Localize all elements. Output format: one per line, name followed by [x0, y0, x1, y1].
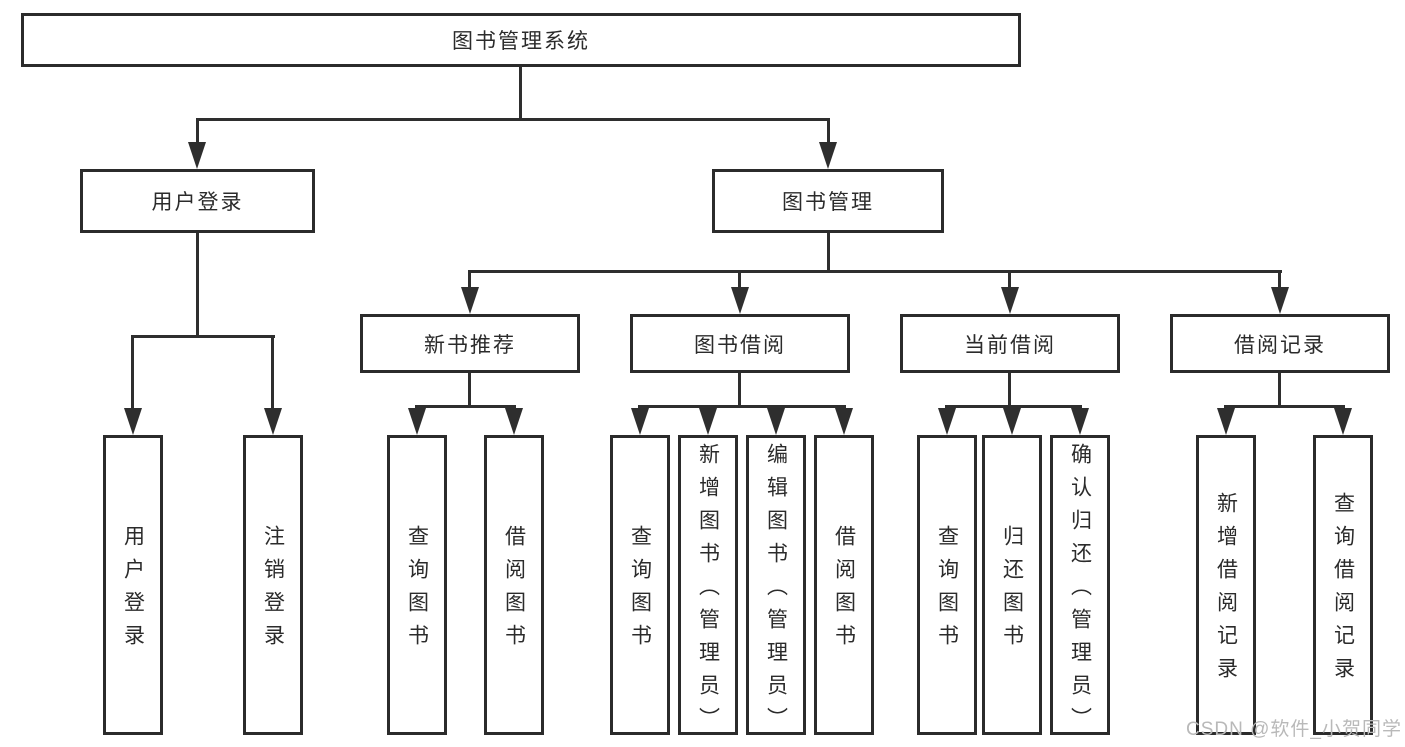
arrow-down-leaf-borrow-books-1	[505, 408, 523, 435]
node-label: 新增图书（管理员）	[696, 442, 720, 740]
arrow-down-leaf-return-books	[1003, 408, 1021, 435]
arrow-down-new-book-recommend	[461, 287, 479, 314]
leaf-borrow-books-1: 借阅图书	[484, 435, 544, 735]
arrow-down-current-borrow	[1001, 287, 1019, 314]
node-label: 查询图书	[405, 525, 429, 657]
leaf-add-book-admin: 新增图书（管理员）	[678, 435, 738, 740]
connector-user-login-horizontal	[131, 335, 275, 338]
connector-level2-horizontal	[468, 270, 1282, 273]
arrow-down-leaf-add-book	[699, 408, 717, 435]
arrow-down-borrow-records	[1271, 287, 1289, 314]
node-label: 查询图书	[935, 525, 959, 657]
arrow-down-leaf-logout	[264, 408, 282, 435]
leaf-query-borrow-record: 查询借阅记录	[1313, 435, 1373, 735]
leaf-return-books: 归还图书	[982, 435, 1042, 735]
connector-level1-horizontal	[196, 118, 830, 121]
node-user-login: 用户登录	[80, 169, 315, 233]
connector-user-login-vertical	[196, 233, 199, 335]
node-label: 图书借阅	[694, 333, 786, 357]
connector-drop-borrow-records	[1278, 273, 1281, 289]
connector-trunk-vertical	[519, 67, 522, 118]
node-label: 当前借阅	[964, 333, 1056, 357]
node-label: 归还图书	[1000, 525, 1024, 657]
node-label: 注销登录	[261, 525, 285, 657]
connector-drop-book-management	[827, 121, 830, 144]
node-label: 查询图书	[628, 525, 652, 657]
leaf-borrow-books-2: 借阅图书	[814, 435, 874, 735]
leaf-query-books-1: 查询图书	[387, 435, 447, 735]
node-label: 借阅图书	[502, 525, 526, 657]
leaf-confirm-return-admin: 确认归还（管理员）	[1050, 435, 1110, 740]
leaf-add-borrow-record: 新增借阅记录	[1196, 435, 1256, 735]
node-new-book-recommend: 新书推荐	[360, 314, 580, 373]
node-current-borrow: 当前借阅	[900, 314, 1120, 373]
connector-drop-leaf-logout	[271, 338, 274, 409]
node-root-library-management-system: 图书管理系统	[21, 13, 1021, 67]
connector-borrow-records-vertical	[1278, 373, 1281, 406]
leaf-edit-book-admin: 编辑图书（管理员）	[746, 435, 806, 740]
node-label: 新书推荐	[424, 333, 516, 357]
node-label: 编辑图书（管理员）	[764, 442, 788, 740]
node-label: 借阅记录	[1234, 333, 1326, 357]
node-label: 用户登录	[151, 191, 244, 214]
node-book-management: 图书管理	[712, 169, 944, 233]
node-label: 确认归还（管理员）	[1068, 442, 1092, 740]
connector-new-book-recommend-vertical	[468, 373, 471, 406]
connector-drop-current-borrow	[1008, 273, 1011, 289]
arrow-down-leaf-query-books-3	[938, 408, 956, 435]
arrow-down-user-login	[188, 142, 206, 169]
connector-current-borrow-horizontal	[945, 405, 1082, 408]
node-borrow-records: 借阅记录	[1170, 314, 1390, 373]
node-label: 图书管理系统	[452, 30, 590, 53]
leaf-query-books-2: 查询图书	[610, 435, 670, 735]
leaf-user-login: 用户登录	[103, 435, 163, 735]
arrow-down-book-borrow	[731, 287, 749, 314]
connector-new-book-recommend-horizontal	[415, 405, 516, 408]
arrow-down-book-management	[819, 142, 837, 169]
connector-book-management-vertical	[827, 233, 830, 270]
arrow-down-leaf-add-record	[1217, 408, 1235, 435]
connector-drop-new-book-recommend	[468, 273, 471, 289]
arrow-down-leaf-query-record	[1334, 408, 1352, 435]
node-book-borrow: 图书借阅	[630, 314, 850, 373]
arrow-down-leaf-confirm-return	[1071, 408, 1089, 435]
connector-drop-leaf-user-login	[131, 338, 134, 409]
connector-book-borrow-vertical	[738, 373, 741, 406]
connector-current-borrow-vertical	[1008, 373, 1011, 406]
csdn-watermark: CSDN @软件_小贺同学	[1186, 719, 1402, 740]
arrow-down-leaf-query-books-1	[408, 408, 426, 435]
connector-drop-book-borrow	[738, 273, 741, 289]
connector-borrow-records-horizontal	[1224, 405, 1345, 408]
leaf-query-books-3: 查询图书	[917, 435, 977, 735]
leaf-logout: 注销登录	[243, 435, 303, 735]
node-label: 借阅图书	[832, 525, 856, 657]
arrow-down-leaf-borrow-books-2	[835, 408, 853, 435]
arrow-down-leaf-edit-book	[767, 408, 785, 435]
connector-book-borrow-horizontal	[638, 405, 846, 408]
node-label: 查询借阅记录	[1331, 492, 1355, 690]
arrow-down-leaf-query-books-2	[631, 408, 649, 435]
node-label: 用户登录	[121, 525, 145, 657]
node-label: 图书管理	[782, 191, 874, 214]
connector-drop-user-login	[196, 121, 199, 144]
node-label: 新增借阅记录	[1214, 492, 1238, 690]
arrow-down-leaf-user-login	[124, 408, 142, 435]
